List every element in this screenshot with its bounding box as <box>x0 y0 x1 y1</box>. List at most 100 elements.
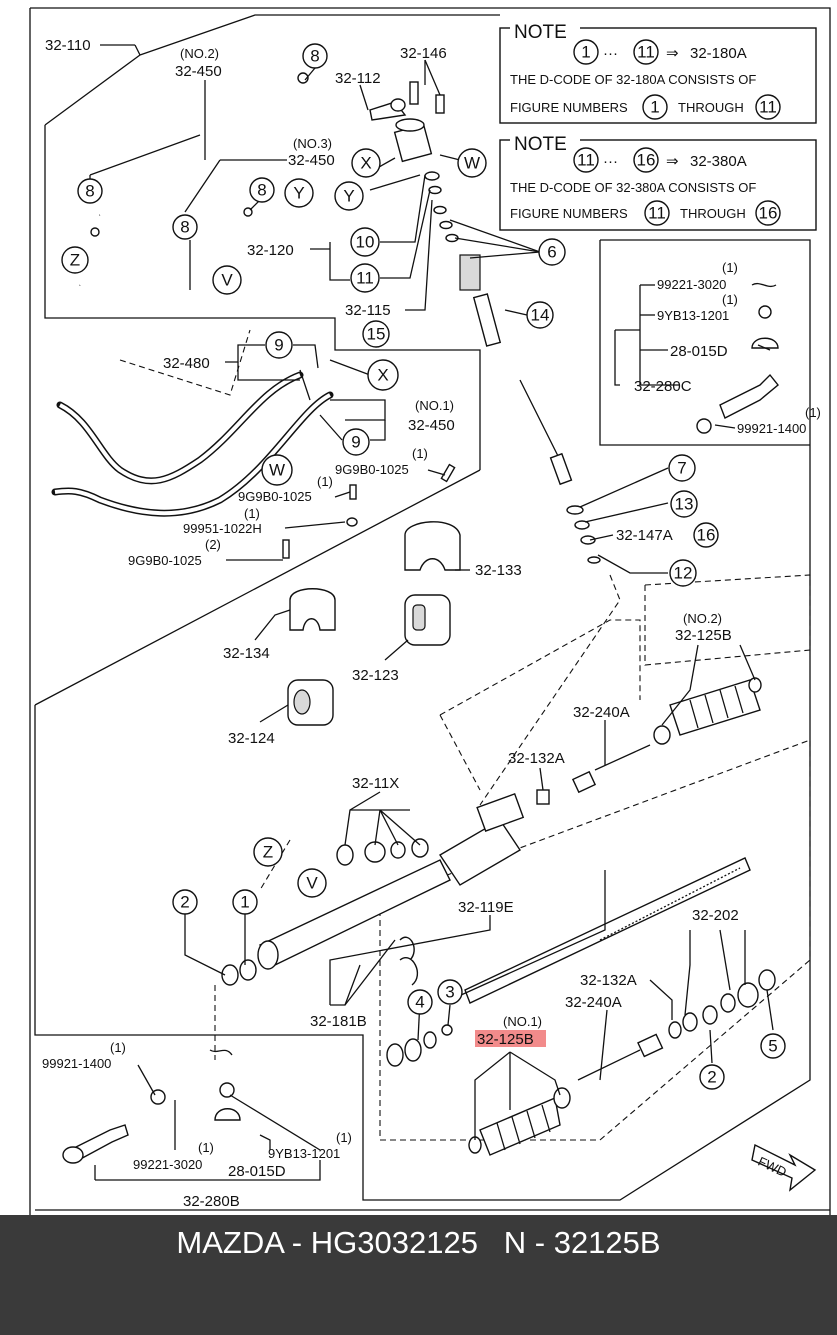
callout-w-a: W <box>464 154 480 173</box>
label-qty-f: (1) <box>722 292 738 307</box>
label-32-280b: 32-280B <box>183 1193 240 1210</box>
highlight-box <box>475 1030 546 1047</box>
note-2-line2b: THROUGH <box>680 206 746 221</box>
leader-lines <box>89 44 774 1181</box>
label-32-480: 32-480 <box>163 355 210 372</box>
steering-gear-housing <box>221 792 525 986</box>
note-box-2: NOTE 11 ··· 16 ⇒ 32-380A THE D-CODE OF 3… <box>499 132 817 231</box>
label-qty-j: (1) <box>336 1130 352 1145</box>
tie-rod-end-right <box>696 282 779 434</box>
label-99951: 99951-1022H <box>183 521 262 536</box>
label-32-450-b: 32-450 <box>288 152 335 169</box>
note-1-line1: THE D-CODE OF 32-180A CONSISTS OF <box>510 72 756 87</box>
callout-w-b: W <box>269 461 285 480</box>
note-2-arrow: ⇒ <box>666 153 679 170</box>
note-1-to: 11 <box>637 43 655 62</box>
part-labels: 32-110 (NO.2) 32-450 32-112 32-146 (NO.3… <box>42 37 821 1210</box>
label-qty-g: (1) <box>805 405 821 420</box>
callout-8-d: 8 <box>180 218 189 237</box>
label-32-119e: 32-119E <box>458 899 514 916</box>
callout-5: 5 <box>768 1037 777 1056</box>
caption-text: MAZDA - HG3032125 N - 32125B <box>176 1225 661 1260</box>
label-no1-a: (NO.1) <box>415 398 454 413</box>
label-9yb13-a: 9YB13-1201 <box>657 308 729 323</box>
note-2-ref-to: 16 <box>759 204 778 223</box>
callout-13: 13 <box>675 495 694 514</box>
label-28-015d-a: 28-015D <box>670 343 728 360</box>
label-32-123: 32-123 <box>352 667 399 684</box>
note-1-ref-from: 1 <box>650 98 659 117</box>
note-1-ref-to: 11 <box>759 98 777 117</box>
label-99921-b: 99921-1400 <box>42 1056 111 1071</box>
frame-lines <box>29 7 831 1215</box>
note-2-code: 32-380A <box>690 153 747 170</box>
label-9g9b0-c: 9G9B0-1025 <box>128 553 202 568</box>
note-1-code: 32-180A <box>690 45 747 62</box>
callout-2-a: 2 <box>180 893 189 912</box>
svg-text:···: ··· <box>603 45 618 62</box>
steering-rack <box>386 857 751 1067</box>
label-qty-c: (1) <box>244 506 260 521</box>
callout-v-b: V <box>306 874 318 893</box>
callout-6: 6 <box>547 243 556 262</box>
label-32-181b: 32-181B <box>310 1013 367 1030</box>
label-no3: (NO.3) <box>293 136 332 151</box>
label-32-125b-a: 32-125B <box>675 627 732 644</box>
callout-14: 14 <box>531 306 550 325</box>
note-1-title: NOTE <box>514 22 567 43</box>
label-qty-h: (1) <box>110 1040 126 1055</box>
callout-10: 10 <box>356 233 375 252</box>
pressure-hoses-upper <box>78 72 309 287</box>
caption-bar: MAZDA - HG3032125 N - 32125B <box>0 1215 837 1335</box>
callout-z-b: Z <box>263 843 273 862</box>
label-32-120: 32-120 <box>247 242 294 259</box>
callout-12: 12 <box>674 564 693 583</box>
note-2-line2a: FIGURE NUMBERS <box>510 206 628 221</box>
fwd-label: FWD <box>756 1154 789 1180</box>
label-32-125b-highlighted: 32-125B <box>477 1031 534 1048</box>
label-32-280c: 32-280C <box>634 378 692 395</box>
diagram-canvas: NOTE 1 ··· 11 ⇒ 32-180A THE D-CODE OF 32… <box>29 7 831 1215</box>
label-32-240a-b: 32-240A <box>565 994 622 1011</box>
fwd-arrow-icon: FWD <box>751 1143 817 1192</box>
label-32-133: 32-133 <box>475 562 522 579</box>
valve-housing-parts <box>369 81 601 564</box>
note-1-arrow: ⇒ <box>666 45 679 62</box>
note-2-to: 16 <box>637 151 656 170</box>
note-1-line2a: FIGURE NUMBERS <box>510 100 628 115</box>
label-32-146: 32-146 <box>400 45 447 62</box>
callout-x-b: X <box>377 366 388 385</box>
boot-assembly-lower <box>468 969 776 1156</box>
callout-9-a: 9 <box>274 336 283 355</box>
label-99221-b: 99221-3020 <box>133 1157 202 1172</box>
label-32-11x: 32-11X <box>352 775 399 792</box>
steering-gear-parts-diagram: NOTE 1 ··· 11 ⇒ 32-180A THE D-CODE OF 32… <box>29 7 831 1215</box>
callout-v-a: V <box>221 271 233 290</box>
callout-8-b: 8 <box>85 182 94 201</box>
label-32-115: 32-115 <box>345 302 391 319</box>
label-32-110: 32-110 <box>45 37 91 54</box>
pressure-hoses-lower <box>51 371 456 559</box>
callout-x-a: X <box>360 154 371 173</box>
note-1-line2b: THROUGH <box>678 100 744 115</box>
label-no2-b: (NO.2) <box>683 611 722 626</box>
callout-8-a: 8 <box>310 47 319 66</box>
boot-assembly-upper <box>536 677 762 805</box>
label-32-450-a: 32-450 <box>175 63 222 80</box>
label-32-240a-a: 32-240A <box>573 704 630 721</box>
callout-3: 3 <box>445 983 454 1002</box>
label-32-450-c: 32-450 <box>408 417 455 434</box>
label-32-147a: 32-147A <box>616 527 673 544</box>
label-32-202: 32-202 <box>692 907 739 924</box>
callout-16: 16 <box>697 526 716 545</box>
label-9yb13-b: 9YB13-1201 <box>268 1146 340 1161</box>
label-qty-a: (1) <box>412 446 428 461</box>
label-32-132a-a: 32-132A <box>508 750 565 767</box>
callouts: 8 8 8 8 Z V X Y Y W 10 11 15 6 14 9 9 X … <box>61 43 786 1090</box>
callout-y-b: Y <box>343 187 354 206</box>
callout-9-b: 9 <box>351 433 360 452</box>
callout-8-c: 8 <box>257 181 266 200</box>
label-qty-i: (1) <box>198 1140 214 1155</box>
callout-1: 1 <box>240 893 249 912</box>
callout-11: 11 <box>356 269 374 288</box>
